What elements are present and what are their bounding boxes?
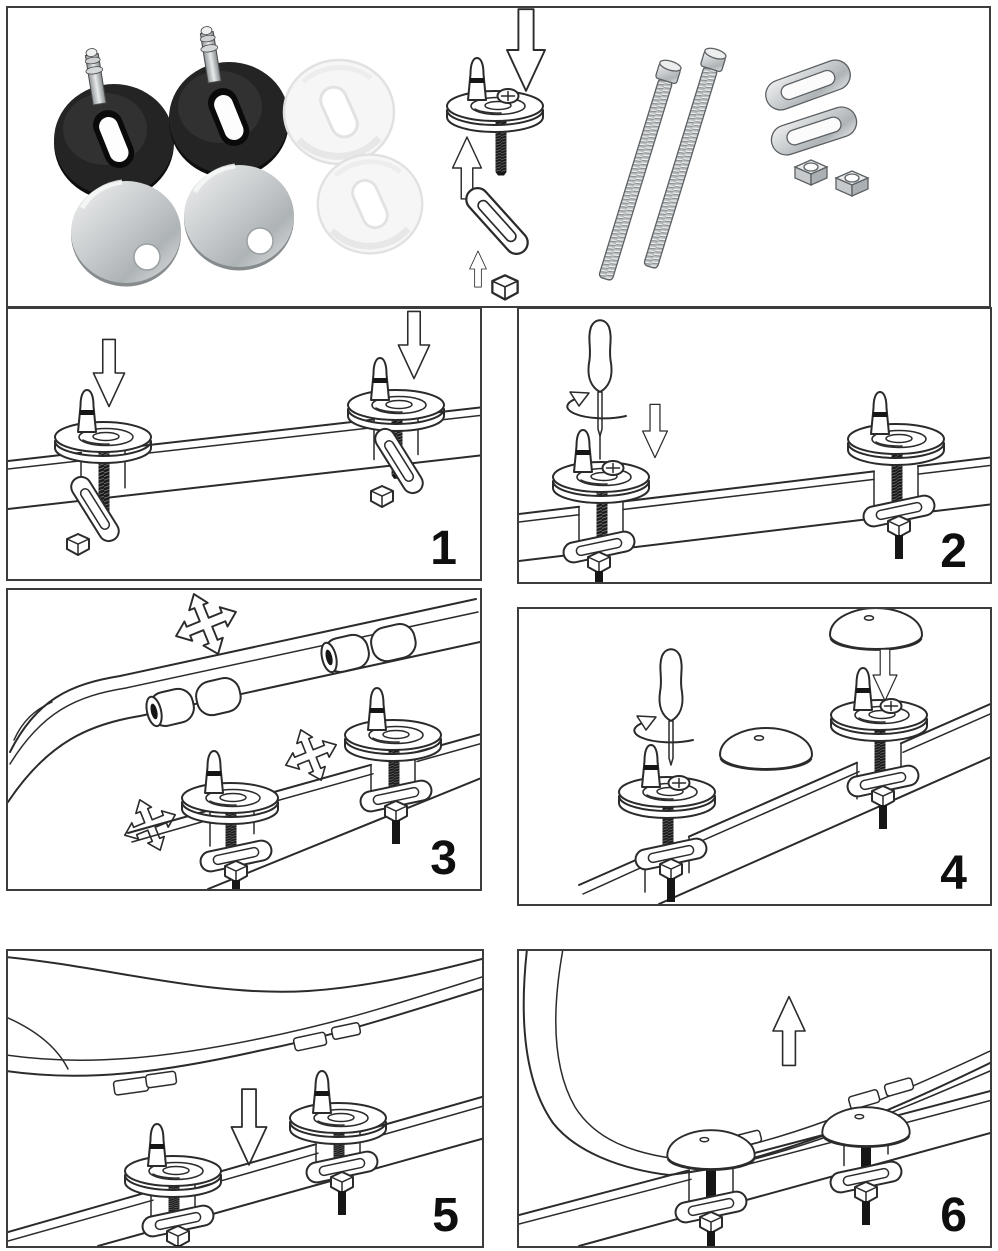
step-number: 4 — [940, 847, 967, 900]
pan-rim-icon — [519, 1090, 990, 1246]
step-number: 6 — [940, 1189, 967, 1242]
clamp-plate-nut-icon — [862, 494, 937, 559]
hinge-post-assembly-icon — [847, 391, 945, 559]
step-number: 5 — [432, 1189, 459, 1242]
down-arrow-icon — [397, 310, 431, 380]
hinge-post-assembly-icon — [347, 310, 445, 507]
long-threaded-bolt-icon — [594, 45, 728, 283]
hinge-post-assembly-icon — [552, 429, 650, 582]
capped-hinge-mounted-icon — [821, 1106, 911, 1225]
step-number: 1 — [430, 522, 457, 575]
four-way-adjust-arrow-icon — [274, 718, 348, 792]
step-3-panel: 3 — [6, 588, 482, 891]
hinge-post-assembly-icon — [289, 1070, 387, 1215]
seat-underside-icon — [522, 951, 990, 1177]
step-6-panel: 6 — [517, 949, 992, 1248]
hinge-post-assembly-icon — [618, 744, 716, 902]
step-4-panel: 4 — [517, 607, 992, 906]
hinge-post-assembly-icon — [181, 750, 279, 889]
parts-panel — [6, 6, 991, 308]
hinge-post-assembly-icon — [54, 338, 152, 555]
hinge-post-assembly-icon — [344, 687, 442, 844]
exploded-hinge-bolt-assembly-icon — [446, 8, 546, 301]
step-1-illustration — [8, 310, 480, 579]
pan-rim-icon — [519, 456, 990, 562]
step-2-panel: 2 — [517, 307, 992, 584]
step-1-panel: 1 — [6, 307, 482, 581]
down-arrow-icon — [506, 8, 546, 92]
tilted-clamp-plate-icon — [67, 473, 123, 555]
down-arrow-icon — [872, 648, 898, 702]
dome-cover-cap-icon — [719, 727, 813, 772]
step-3-illustration — [8, 590, 480, 889]
down-arrow-icon — [92, 338, 126, 408]
clamp-plate-nut-icon — [359, 779, 434, 844]
rotate-arrow-icon — [566, 391, 627, 420]
down-arrow-icon — [641, 403, 669, 459]
step-6-illustration — [519, 951, 990, 1246]
step-number: 3 — [430, 832, 457, 885]
screwdriver-icon — [566, 319, 627, 460]
clamp-plate-nut-icon — [674, 1190, 749, 1246]
dome-cover-cap-icon — [829, 609, 923, 652]
four-way-adjust-arrow-icon — [163, 590, 249, 667]
hardware-kit-illustration — [53, 8, 869, 301]
rotate-arrow-icon — [633, 715, 694, 744]
step-2-illustration — [519, 319, 990, 582]
capped-hinge-mounted-icon — [666, 1129, 756, 1246]
clamp-plate-nut-icon — [141, 1204, 216, 1246]
step-number: 2 — [940, 525, 967, 578]
four-way-adjust-arrow-icon — [113, 788, 187, 862]
seat-ring-with-hinge-barrels-icon — [8, 598, 480, 803]
seat-underside-icon — [8, 956, 482, 1096]
up-arrow-icon — [469, 250, 487, 288]
down-arrow-icon — [230, 1088, 268, 1166]
clear-rubber-washer-icon — [284, 60, 422, 253]
pan-rim-icon — [578, 703, 990, 904]
up-arrow-icon — [772, 995, 806, 1067]
step-4-illustration — [578, 609, 990, 904]
step-5-panel: 5 — [6, 949, 484, 1248]
screwdriver-icon — [633, 648, 694, 766]
oval-clamp-plate-icon — [760, 55, 862, 160]
step-5-illustration — [8, 956, 482, 1246]
clamp-plate-nut-icon — [829, 1160, 904, 1225]
hinge-post-assembly-icon — [124, 1123, 222, 1246]
square-nut-icon — [794, 159, 869, 197]
clamp-plate-nut-icon — [562, 530, 637, 582]
